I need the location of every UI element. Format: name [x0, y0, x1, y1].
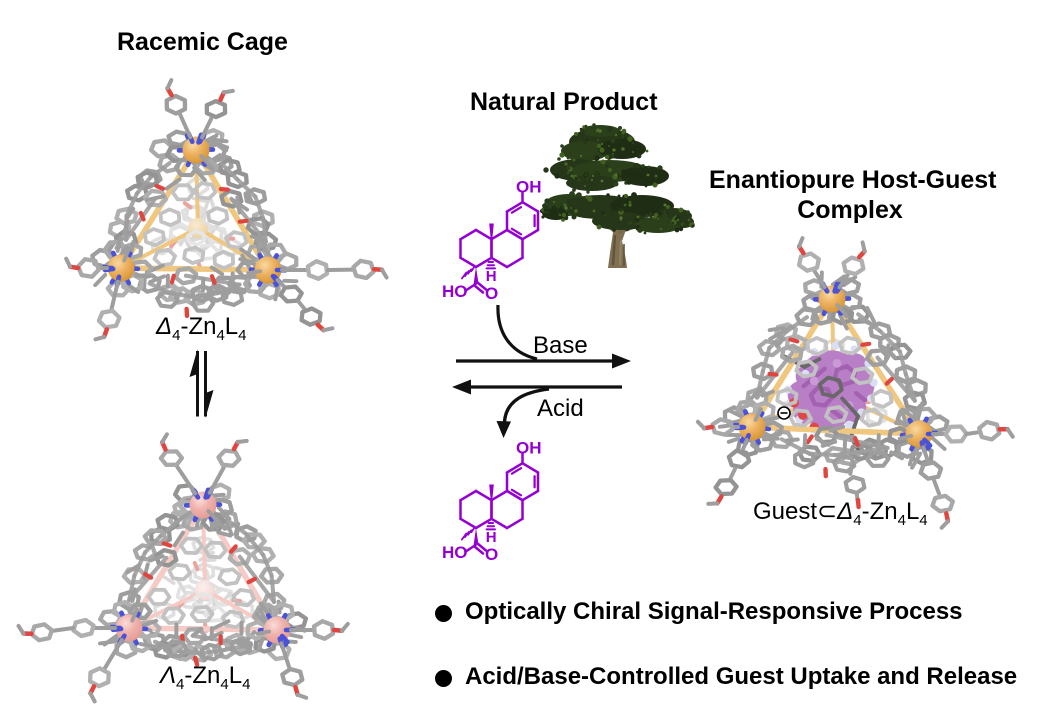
svg-text:H: H: [486, 268, 497, 285]
svg-text:HO: HO: [442, 282, 468, 301]
svg-text:O: O: [485, 284, 498, 303]
svg-text:OH: OH: [516, 178, 542, 197]
